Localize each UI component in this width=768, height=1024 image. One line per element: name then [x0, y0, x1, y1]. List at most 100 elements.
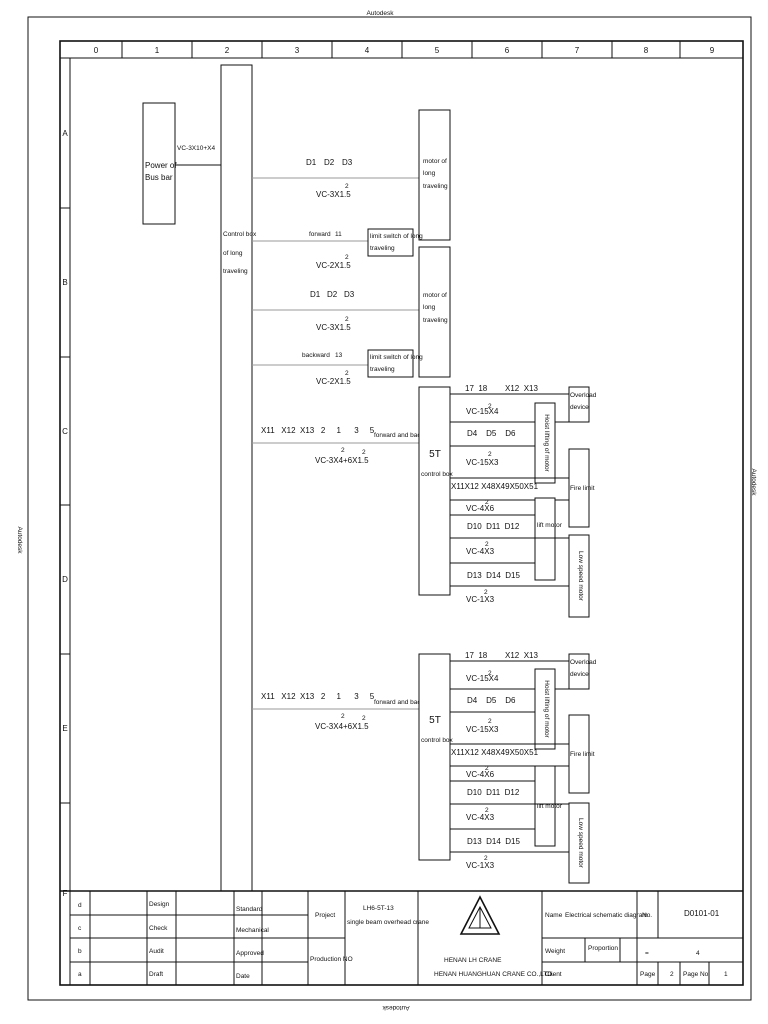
name-value: Electrical schematic diagram	[565, 912, 648, 919]
motor-circuit-1: D1 D2 D3 VC-3X1.5 2 motor of long travel…	[252, 109, 451, 241]
overload-label-1: Overload	[570, 659, 597, 666]
row-wires: X11X12 X48X49X50X51	[451, 482, 539, 491]
lift-motor-label: lift motor	[537, 803, 563, 810]
motor-label-3: traveling	[423, 317, 448, 324]
limit-circuit-forward: forward 11 VC-2X1.5 2 limit switch of lo…	[252, 228, 423, 270]
control-box-label-1: Control box	[223, 231, 257, 238]
low-speed-motor-box	[568, 802, 590, 884]
limit-direction: backward	[302, 352, 330, 359]
row-cable: VC-15X4	[466, 674, 499, 683]
role2-label: Mechanical	[236, 927, 269, 934]
wire-label: D2	[324, 158, 335, 167]
row-wires: D13 D14 D15	[467, 837, 520, 846]
drawing-number: D0101-01	[684, 909, 720, 918]
company-name-2: HENAN HUANGHUAN CRANE CO.,LTD.	[434, 971, 554, 978]
cable-sup: 2	[341, 713, 345, 720]
cable-sup: 2	[345, 254, 349, 261]
wire-label: D3	[342, 158, 353, 167]
row-label: A	[62, 129, 68, 138]
cable-label: VC-3X1.5	[316, 323, 351, 332]
limit-label-2: traveling	[370, 245, 395, 252]
rev-letter: c	[78, 925, 82, 932]
fire-limit-label: Fire limit	[570, 485, 595, 492]
motor-label-2: long	[423, 170, 436, 177]
rev-letter: a	[78, 971, 82, 978]
motor-label-3: traveling	[423, 183, 448, 190]
hoist-fb-label: forward and backward	[374, 432, 438, 439]
lift-motor-box	[534, 497, 556, 581]
motor-label-1: motor of	[423, 292, 447, 299]
5t-control-box	[418, 653, 451, 861]
page-no-label: Page No.	[683, 971, 710, 978]
proportion-label: Proportion	[588, 945, 618, 952]
hoist-wire-labels: X11 X12 X13 2 1 3 5	[261, 692, 375, 701]
limit-label-1: limit switch of long	[370, 233, 423, 240]
motor-label-1: motor of	[423, 158, 447, 165]
row-wires: D10 D11 D12	[467, 788, 520, 797]
row-label: E	[62, 724, 67, 733]
cable-sup: 2	[362, 449, 366, 456]
row-wires: D10 D11 D12	[467, 522, 520, 531]
cable-label: VC-2X1.5	[316, 377, 351, 386]
company-logo	[459, 895, 501, 935]
cable-sup: 2	[485, 499, 489, 506]
hoist-cable: VC-3X4+6X1.5	[315, 456, 369, 465]
hoist-motor-label: Hoist lifting of motor	[543, 414, 550, 472]
low-speed-label: Low speed motor	[577, 818, 584, 869]
production-label: Production NO	[310, 956, 353, 963]
row-cable: VC-1X3	[466, 595, 495, 604]
overload-label-2: device	[570, 404, 589, 411]
limit-number: 13	[335, 352, 343, 359]
row-wires: 17 18 X12 X13	[465, 384, 538, 393]
column-label: 2	[225, 46, 230, 55]
overload-label-2: device	[570, 671, 589, 678]
row-cable: VC-15X3	[466, 458, 499, 467]
cable-sup: 2	[345, 370, 349, 377]
hoist-lifting-motor-box	[534, 402, 556, 484]
5t-control-box	[418, 386, 451, 596]
name-label: Name	[545, 912, 563, 919]
project-label: Project	[315, 912, 335, 919]
low-speed-motor-box	[568, 534, 590, 618]
column-label: 9	[710, 46, 715, 55]
motor-long-travel-box	[418, 246, 451, 378]
role-label: Check	[149, 925, 168, 932]
column-label: 5	[435, 46, 440, 55]
side-right-text: Autodesk	[750, 468, 757, 496]
row-label: D	[62, 575, 68, 584]
side-left-text: Autodesk	[16, 526, 23, 554]
control-box-caption: control box	[421, 737, 454, 744]
company-name-1: HENAN LH CRANE	[444, 957, 502, 964]
row-cable: VC-1X3	[466, 861, 495, 870]
cable-label: VC-3X1.5	[316, 190, 351, 199]
cable-label: VC-2X1.5	[316, 261, 351, 270]
hoist-circuit-1: X11 X12 X13 2 1 3 5 forward and backward…	[252, 384, 597, 618]
rev-letter: d	[78, 902, 82, 909]
control-box-caption: control box	[421, 471, 454, 478]
role-label: Audit	[149, 948, 164, 955]
lift-motor-box	[534, 765, 556, 847]
cable-sup: 2	[485, 765, 489, 772]
power-bus-bar-box	[142, 102, 176, 225]
cable-sup: 2	[488, 403, 492, 410]
column-label: 8	[644, 46, 649, 55]
row-cable: VC-4X3	[466, 547, 495, 556]
limit-label-1: limit switch of long	[370, 354, 423, 361]
control-box-5t: 5T	[429, 715, 441, 726]
column-label: 6	[505, 46, 510, 55]
limit-direction: forward	[309, 231, 331, 238]
row-cable: VC-4X6	[466, 504, 495, 513]
column-label: 3	[295, 46, 300, 55]
cable-sup: 2	[345, 316, 349, 323]
role2-label: Date	[236, 973, 250, 980]
role-label: Draft	[149, 971, 163, 978]
cable-sup: 2	[485, 541, 489, 548]
control-box-label-3: traveling	[223, 268, 248, 275]
hoist-lifting-motor-box	[534, 668, 556, 750]
wire-label: D1	[310, 290, 321, 299]
model-number: LH6-5T-13	[363, 905, 394, 912]
hoist-circuit-2: X11 X12 X13 2 1 3 5 forward and backward…	[252, 651, 597, 884]
no-label: No.	[642, 912, 652, 919]
row-wires: D4 D5 D6	[467, 696, 516, 705]
